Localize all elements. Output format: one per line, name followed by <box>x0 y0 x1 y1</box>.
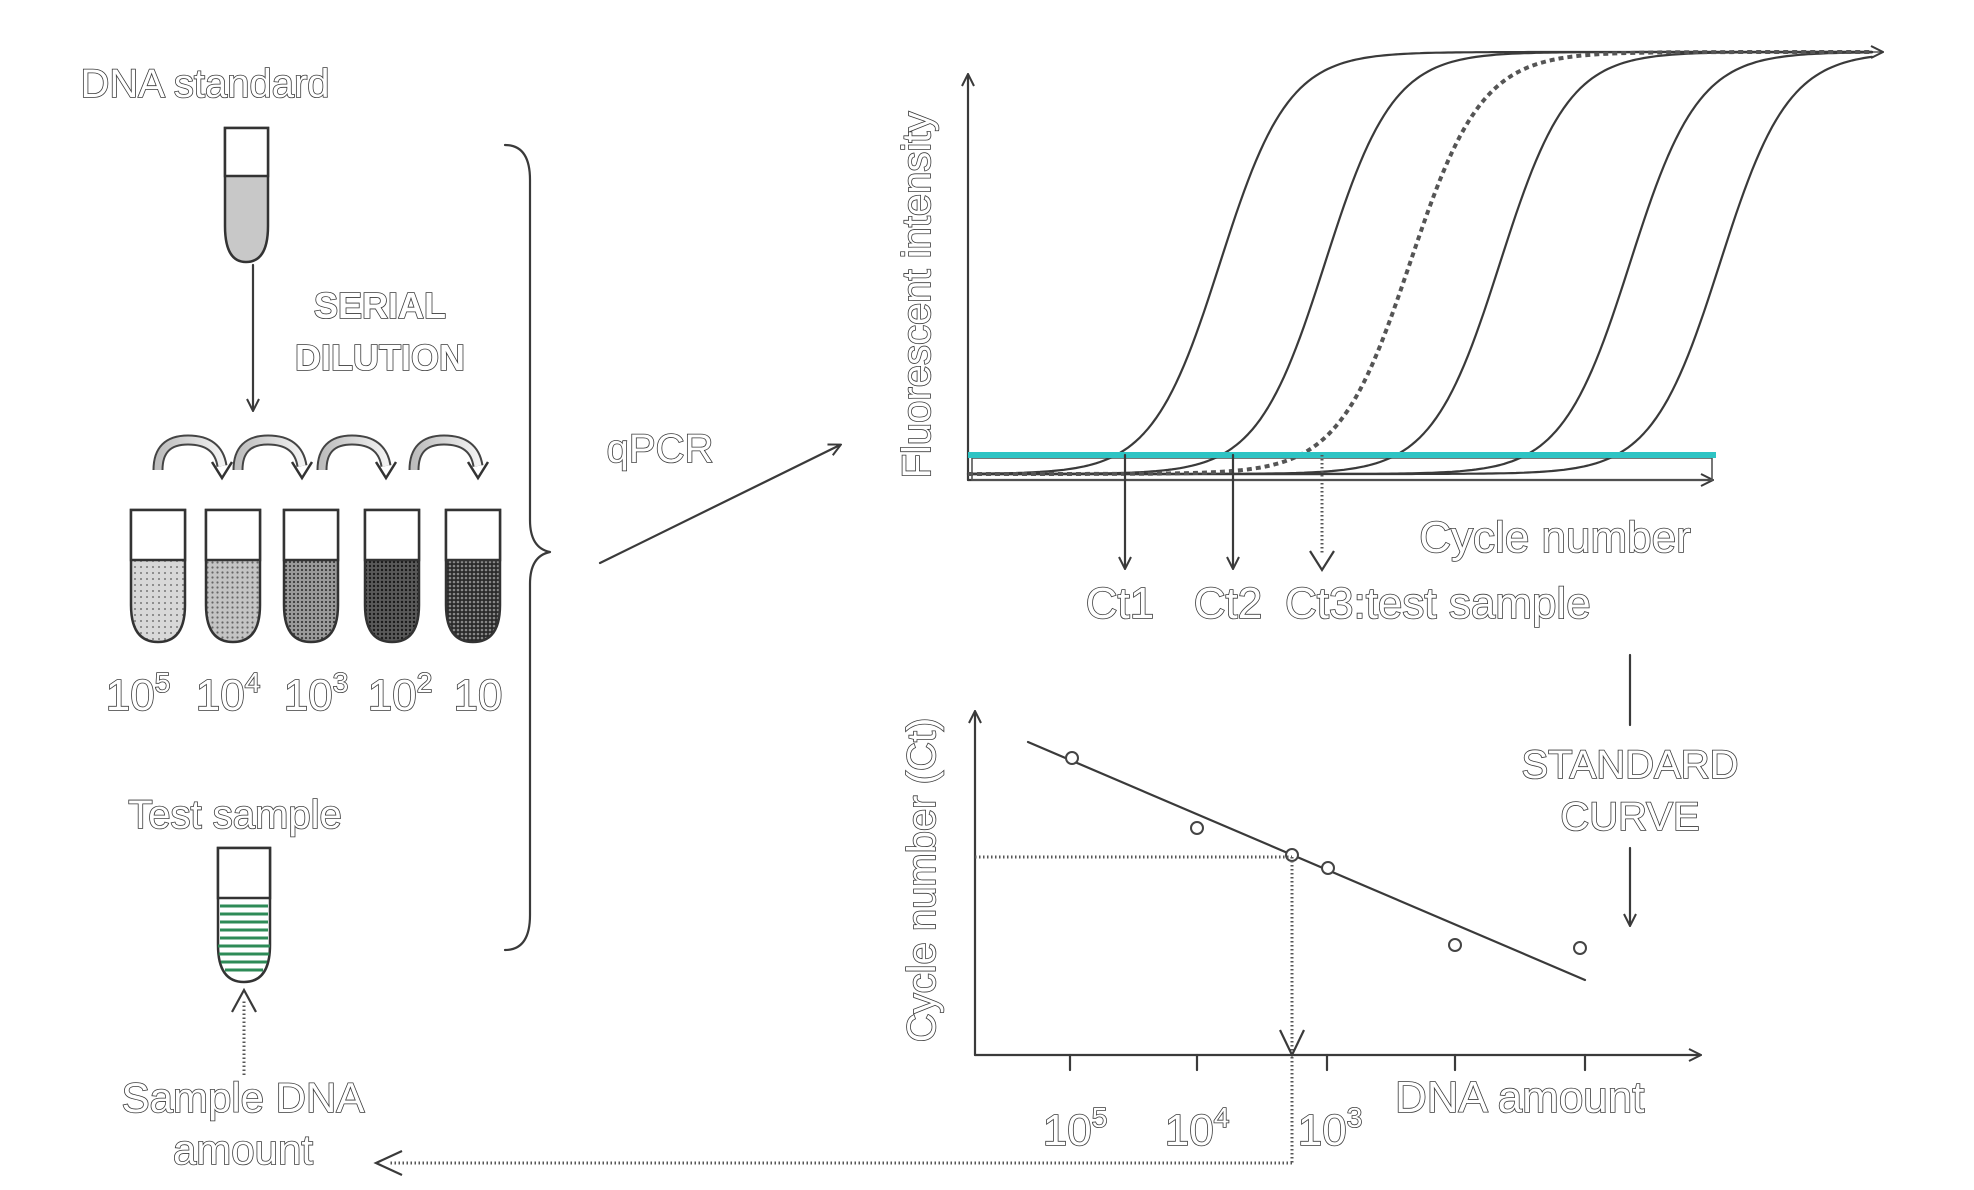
amp-x-axis-label: Cycle number <box>1419 513 1690 562</box>
sc-x-tick-label: 104 <box>1165 1102 1230 1155</box>
amplification-plot: Fluorescent intensity Cycle number Ct1 C… <box>894 50 1882 629</box>
serial-dilution-line2: DILUTION <box>295 337 465 378</box>
amplification-curves <box>966 50 1874 476</box>
amp-y-axis-label: Fluorescent intensity <box>895 112 939 479</box>
amp-curve <box>966 50 1874 475</box>
sc-x-tick-label: 105 <box>1043 1102 1108 1155</box>
standard-curve-line2: CURVE <box>1560 795 1699 839</box>
curved-arrow-icon <box>152 434 234 481</box>
ct1-label: Ct1 <box>1086 579 1154 628</box>
sc-fit-line <box>1026 740 1587 982</box>
dilution-tube-1 <box>129 508 187 644</box>
ct3-arrow-head-icon <box>1309 550 1335 573</box>
amp-curve <box>966 51 1874 476</box>
standard-curve-line1: STANDARD <box>1521 743 1738 787</box>
dilution-tube-4 <box>363 508 421 644</box>
sc-data-point <box>1448 938 1462 952</box>
dilution-labels: 105 104 103 102 10 <box>105 666 503 721</box>
dilution-tubes <box>129 508 502 644</box>
qpcr-label: qPCR <box>607 427 714 471</box>
sc-down-arrow-icon <box>1279 1029 1305 1058</box>
curved-arrow-icon <box>408 434 490 481</box>
dilution-label: 102 <box>368 667 433 720</box>
dna-standard-label: DNA standard <box>80 62 329 106</box>
sc-data-point <box>1321 861 1335 875</box>
curved-arrow-icon <box>232 434 314 481</box>
test-sample-label: Test sample <box>128 793 341 837</box>
curly-brace <box>503 143 552 952</box>
sc-data-point <box>1285 848 1299 862</box>
sc-data-point <box>1190 821 1204 835</box>
qpcr-arrow <box>598 445 840 565</box>
amp-curve <box>966 50 1874 476</box>
serial-dilution-line1: SERIAL <box>314 285 446 326</box>
dilution-label: 105 <box>106 667 171 720</box>
sc-data-point <box>1065 751 1079 765</box>
amp-curve <box>966 50 1874 476</box>
sample-dna-line2: amount <box>173 1126 313 1173</box>
ct2-label: Ct2 <box>1194 579 1262 628</box>
amp-curve-test-sample <box>968 50 1872 476</box>
dilution-label: 10 <box>454 671 503 720</box>
sc-x-tick-label: 103 <box>1298 1102 1363 1155</box>
dilution-tube-5 <box>444 508 502 644</box>
transfer-arrows <box>152 434 490 481</box>
test-sample-tube <box>216 846 272 984</box>
return-arrow-head-icon <box>373 1150 403 1176</box>
curved-arrow-icon <box>316 434 398 481</box>
amp-curve <box>966 55 1874 476</box>
sc-x-axis-label: DNA amount <box>1395 1073 1644 1122</box>
dna-standard-tube <box>223 126 270 264</box>
dilution-tube-3 <box>282 508 340 644</box>
standard-curve-plot: Cycle number (Ct) DNA amount 105 104 103 <box>373 712 1700 1176</box>
sc-data-point <box>1573 941 1587 955</box>
dilution-label: 104 <box>196 667 261 720</box>
dilution-tube-2 <box>204 508 262 644</box>
up-arrow-head-icon <box>231 987 257 1013</box>
sample-dna-line1: Sample DNA <box>122 1074 365 1121</box>
sc-y-axis-label: Cycle number (Ct) <box>900 718 944 1043</box>
ct3-label: Ct3:test sample <box>1285 579 1591 628</box>
dilution-label: 103 <box>284 667 349 720</box>
